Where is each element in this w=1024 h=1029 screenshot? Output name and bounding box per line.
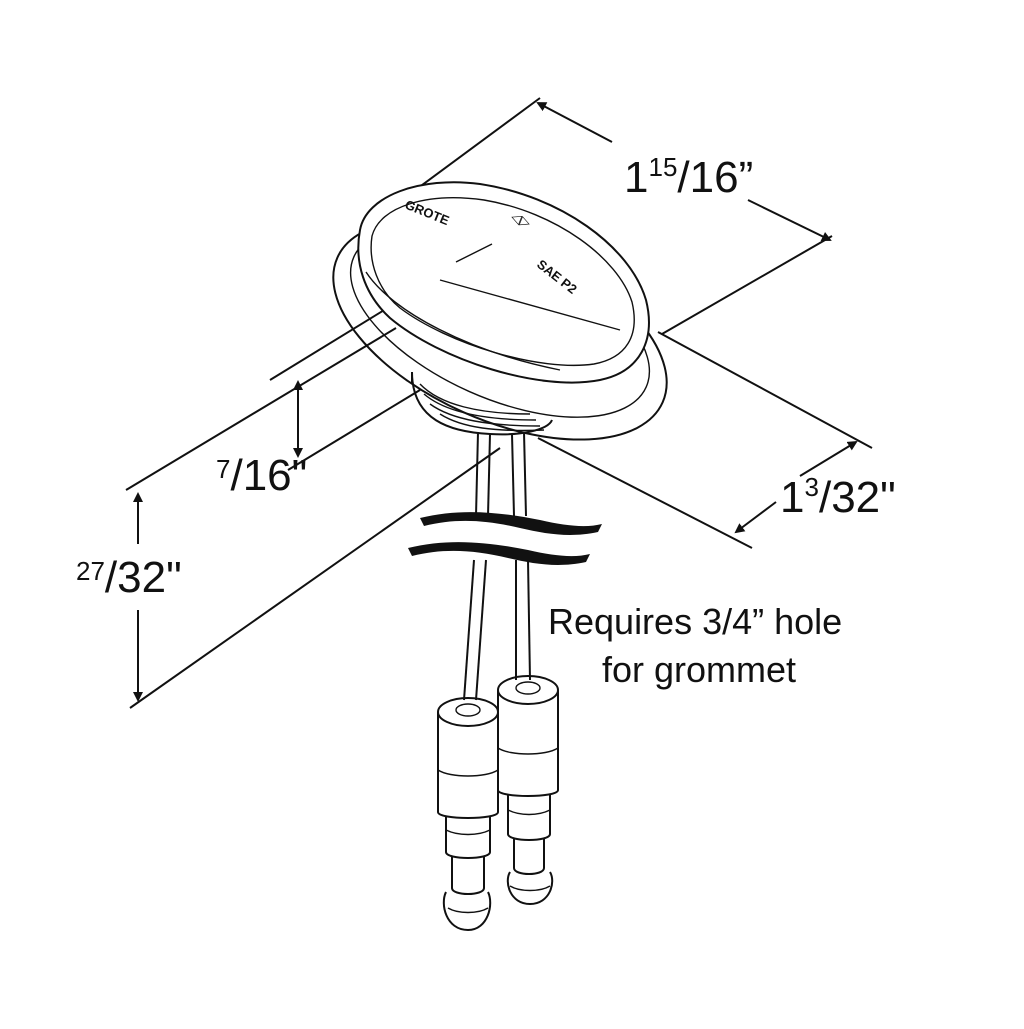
wire-right-upper-a <box>511 433 515 517</box>
dimension-arrows <box>133 102 858 702</box>
dim-length-label: 115/16” <box>624 152 753 202</box>
wire-left-upper-b <box>487 433 491 517</box>
ext-line-length-right <box>661 235 833 335</box>
extension-lines <box>125 97 873 709</box>
dim-width-label: 13/32" <box>780 472 896 522</box>
wire-right-upper-b <box>523 431 527 517</box>
note-line-1: Requires 3/4” hole <box>548 601 842 642</box>
ext-line-height-top <box>125 327 397 491</box>
wires <box>408 431 602 701</box>
arrow-length-right <box>747 199 832 241</box>
ext-line-width-top <box>657 331 873 449</box>
dim-lens-height-label: 7/16" <box>216 451 307 500</box>
wire-left-lower-a <box>463 559 475 701</box>
lamp-assembly: GROTE ◁▷ SAE P2 <box>332 181 668 441</box>
arrow-width-bottom <box>734 501 777 534</box>
connector-left <box>437 697 499 932</box>
arrow-width-top <box>799 440 858 477</box>
wire-break-symbol <box>408 512 602 565</box>
dim-height-label: 27/32" <box>76 553 182 602</box>
connector-right <box>497 675 559 906</box>
wire-right-lower-b <box>527 559 531 681</box>
lens-symbol-icon: ◁▷ <box>509 209 533 230</box>
grommet <box>411 371 553 436</box>
wire-left-lower-b <box>475 559 487 701</box>
wire-left-upper-a <box>475 431 479 517</box>
ext-line-height-bottom <box>129 447 501 709</box>
ext-line-lens-bottom <box>287 389 421 471</box>
ext-line-width-bottom <box>537 437 753 549</box>
arrow-length-left <box>536 102 613 143</box>
lens: GROTE ◁▷ SAE P2 <box>357 181 650 384</box>
note-line-2: for grommet <box>602 649 796 690</box>
